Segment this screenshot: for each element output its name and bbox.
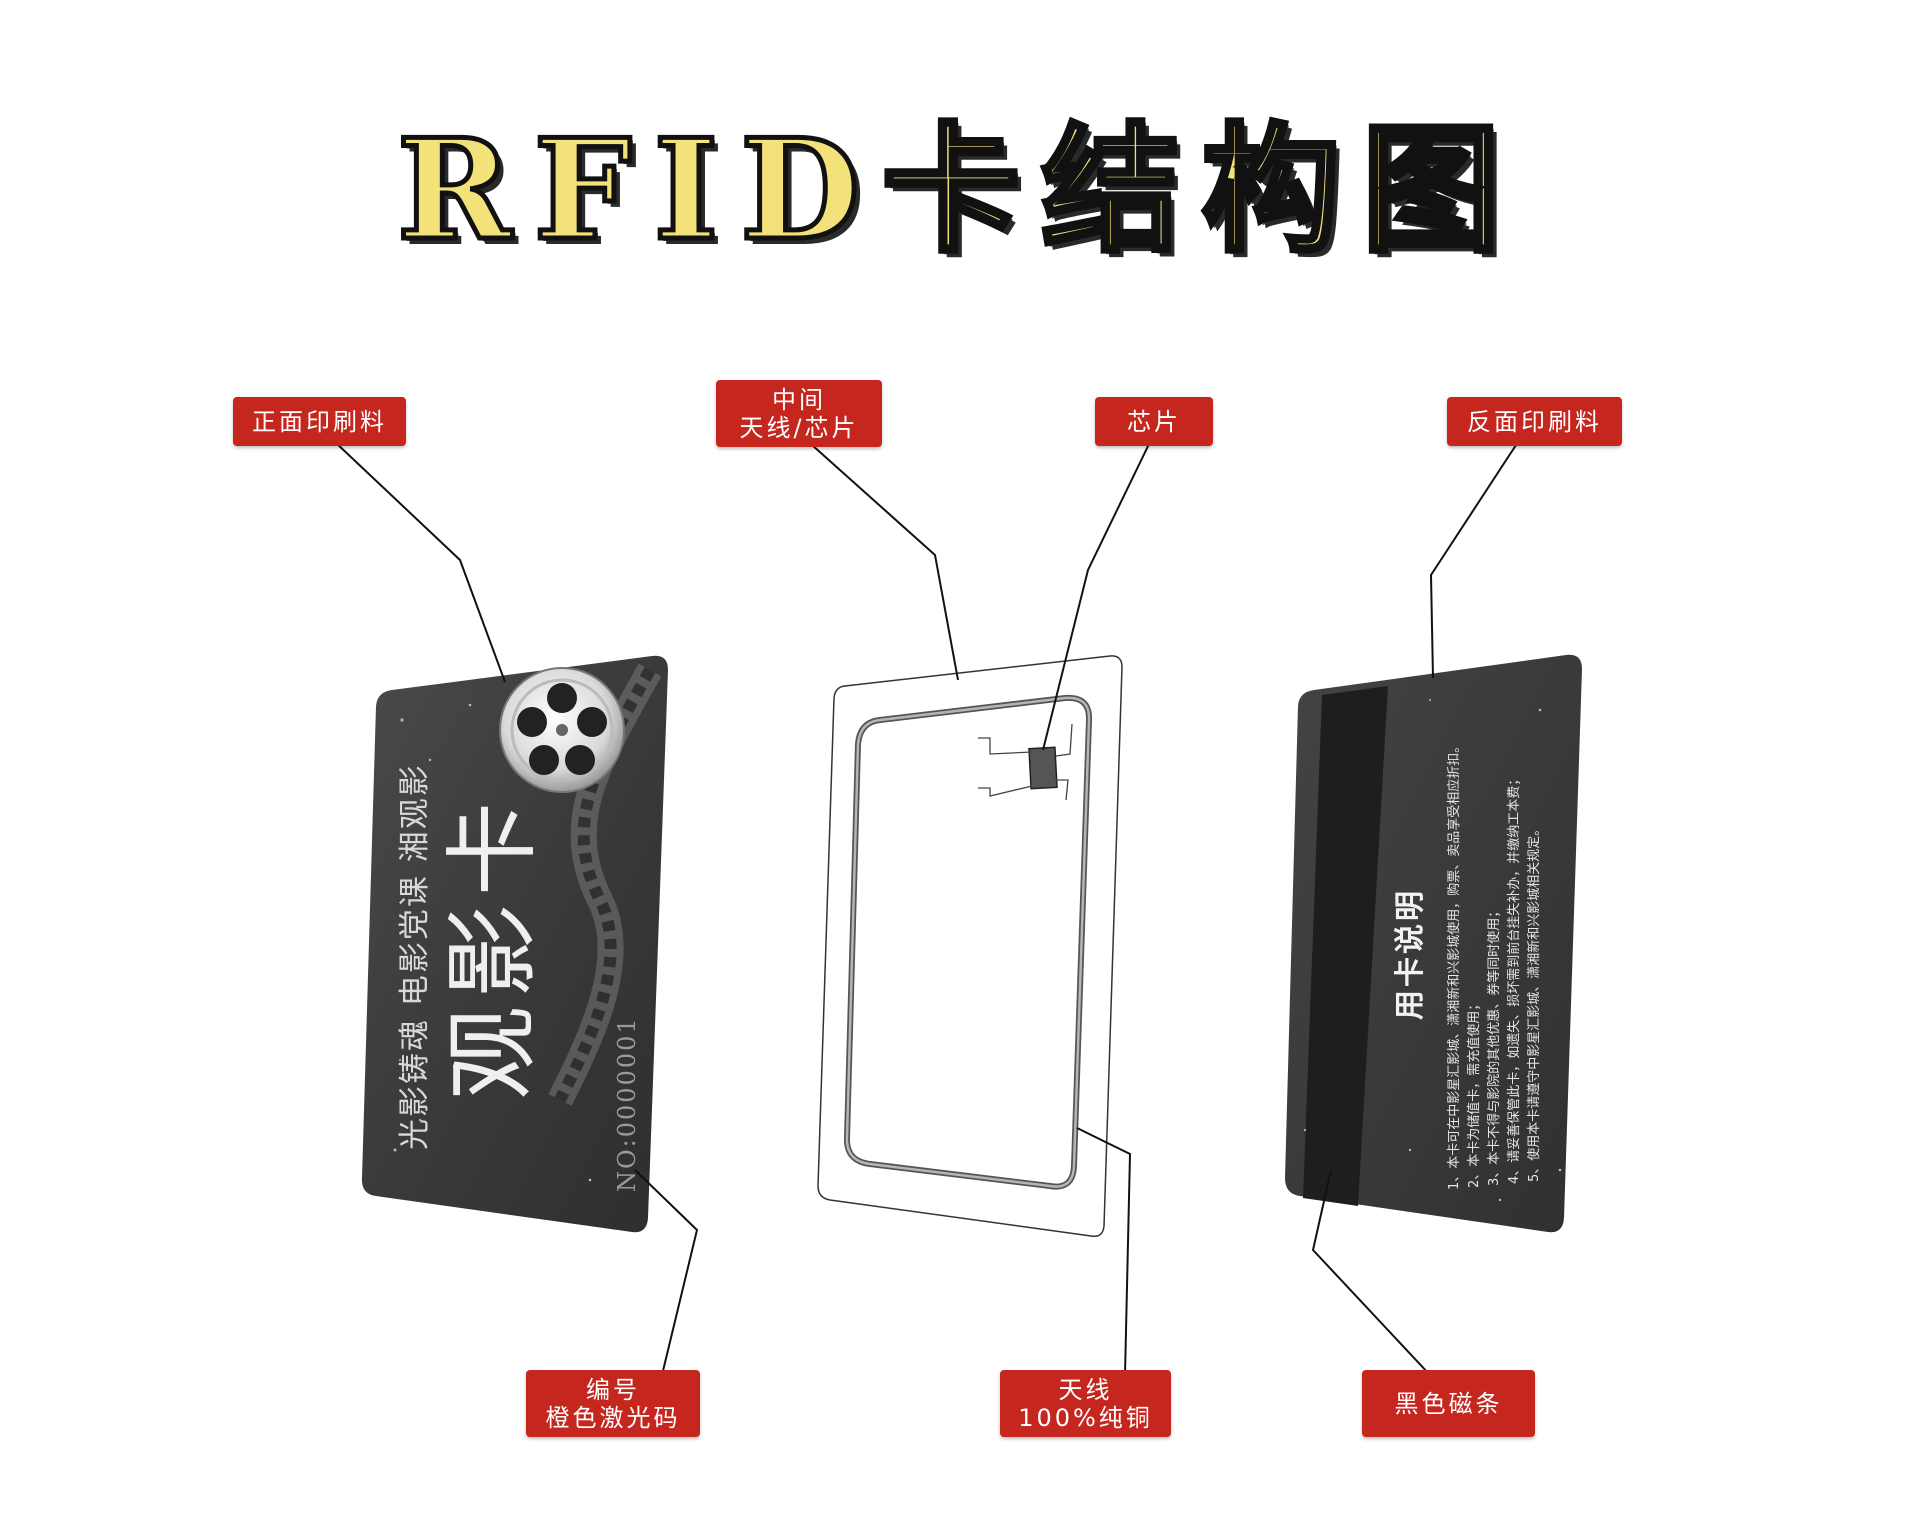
label-antenna-line2: 100%纯铜 xyxy=(1018,1403,1153,1432)
leader-chip xyxy=(1042,441,1151,751)
chip-icon xyxy=(978,723,1073,801)
label-front-print-text: 正面印刷料 xyxy=(252,407,387,436)
back-card: 用卡说明 1、本卡可在中影星汇影城、潇湘新和兴影城使用，购票、卖品享受相应折扣。… xyxy=(1285,654,1582,1233)
back-rule-1: 1、本卡可在中影星汇影城、潇湘新和兴影城使用，购票、卖品享受相应折扣。 xyxy=(1446,740,1462,1190)
label-back-print-text: 反面印刷料 xyxy=(1467,407,1602,436)
star-dots xyxy=(393,698,612,1182)
label-chip: 芯片 xyxy=(1095,397,1213,446)
back-rule-4: 4、请妥善保管此卡，如遗失、损坏需到前台挂失补办，并缴纳工本费； xyxy=(1506,773,1522,1184)
label-back-print: 反面印刷料 xyxy=(1447,397,1622,446)
label-antenna-copper: 天线 100%纯铜 xyxy=(1000,1370,1171,1437)
front-serial-number: NO:0000001 xyxy=(613,1016,641,1192)
leader-number xyxy=(634,1169,699,1376)
back-rule-2: 2、本卡为储值卡，需充值使用； xyxy=(1466,998,1482,1188)
label-magstripe-text: 黑色磁条 xyxy=(1394,1389,1503,1418)
back-rule-3: 3、本卡不得与影院的其他优惠、券等同时使用； xyxy=(1486,905,1502,1186)
leader-middle xyxy=(811,444,959,681)
back-rule-5: 5、使用本卡请遵守中影星汇影城、潇湘新和兴影城相关规定。 xyxy=(1526,823,1542,1182)
label-serial-laser: 编号 橙色激光码 xyxy=(526,1370,700,1437)
label-number-line2: 橙色激光码 xyxy=(545,1403,681,1432)
label-magstripe: 黑色磁条 xyxy=(1362,1370,1535,1437)
label-middle-line1: 中间 xyxy=(772,385,826,414)
leader-magstripe xyxy=(1311,1169,1431,1376)
star-dots-back xyxy=(1303,699,1562,1202)
front-card: 光影铸魂 电影党课 湘观影 观影卡 NO:0000001 xyxy=(361,655,668,1233)
antenna-inlay xyxy=(817,655,1123,1238)
magnetic-stripe xyxy=(1303,686,1388,1206)
inlay-sheet xyxy=(817,655,1123,1238)
front-card-name: 观影卡 xyxy=(439,794,548,1100)
leader-lines xyxy=(334,441,1519,1376)
back-heading: 用卡说明 xyxy=(1393,888,1428,1020)
label-middle-line2: 天线/芯片 xyxy=(739,413,859,442)
leader-antenna xyxy=(1076,1127,1132,1376)
film-reel-icon xyxy=(499,667,625,793)
diagram-title: RFID卡结构图 xyxy=(395,106,1522,274)
label-chip-text: 芯片 xyxy=(1127,407,1181,436)
leader-back-print xyxy=(1429,441,1519,679)
leader-front-print xyxy=(334,441,506,683)
label-antenna-line1: 天线 xyxy=(1058,1375,1113,1404)
label-middle-antenna-chip: 中间 天线/芯片 xyxy=(716,380,882,447)
label-number-line1: 编号 xyxy=(586,1375,640,1404)
front-slogan: 光影铸魂 电影党课 湘观影 xyxy=(397,763,433,1150)
label-front-print: 正面印刷料 xyxy=(233,397,406,446)
